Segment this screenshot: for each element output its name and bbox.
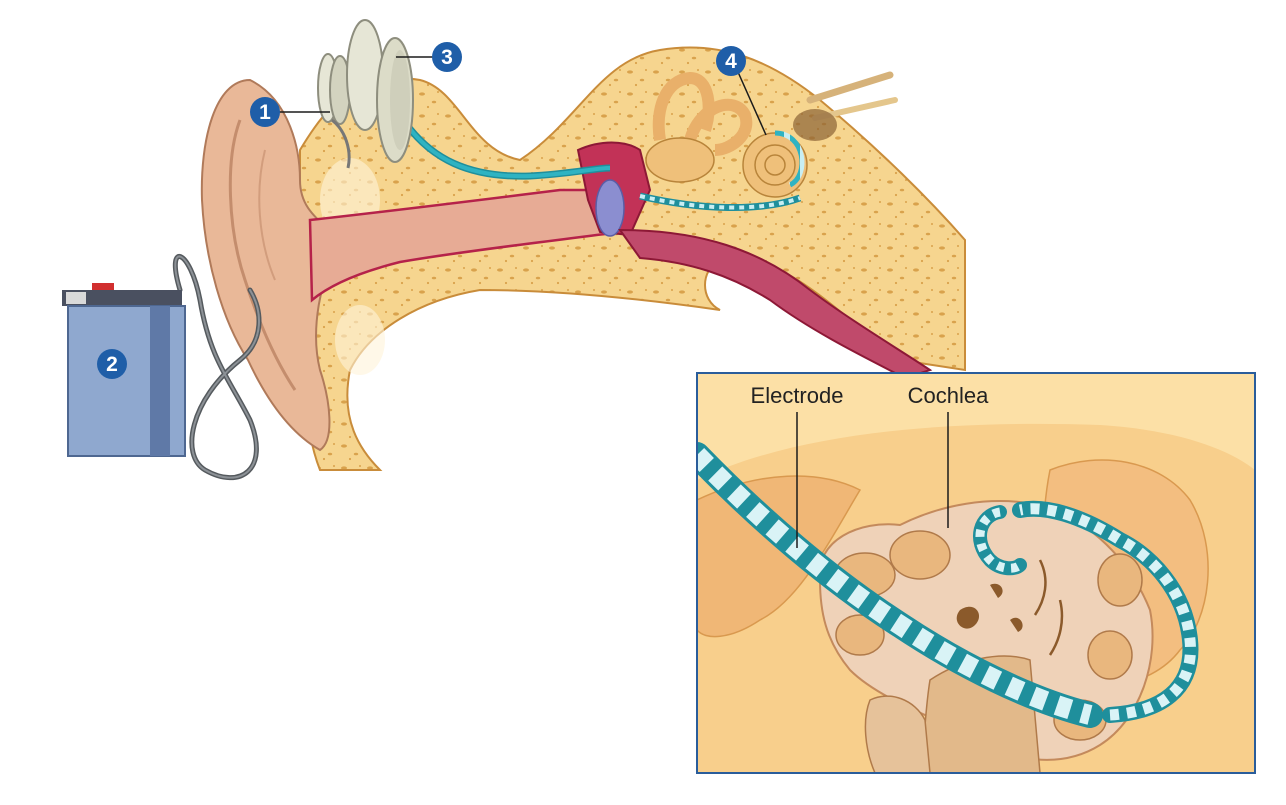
callout-2-number: 2 [106,353,118,376]
inset-border [696,372,1256,774]
callout-4: 4 [716,46,767,136]
bone-cavity [335,305,385,375]
electrode-label: Electrode [751,383,844,408]
callout-2: 2 [97,349,127,379]
cochlea-label: Cochlea [908,383,989,408]
speech-processor [62,254,262,481]
eardrum [595,179,625,237]
eustachian-tube [618,228,933,380]
transmitter-receiver [346,19,414,163]
ear-canal [308,188,622,303]
implant-lead [399,116,802,212]
callout-4-number: 4 [725,50,737,73]
callout-3-number: 3 [441,46,453,69]
callout-1: 1 [250,97,330,127]
microphone-headpiece [317,53,351,169]
outer-ear [200,78,342,452]
callout-3: 3 [396,42,462,72]
inner-ear [645,71,898,198]
callout-1-number: 1 [259,101,271,124]
inset-panel: Electrode Cochlea [696,372,1256,774]
